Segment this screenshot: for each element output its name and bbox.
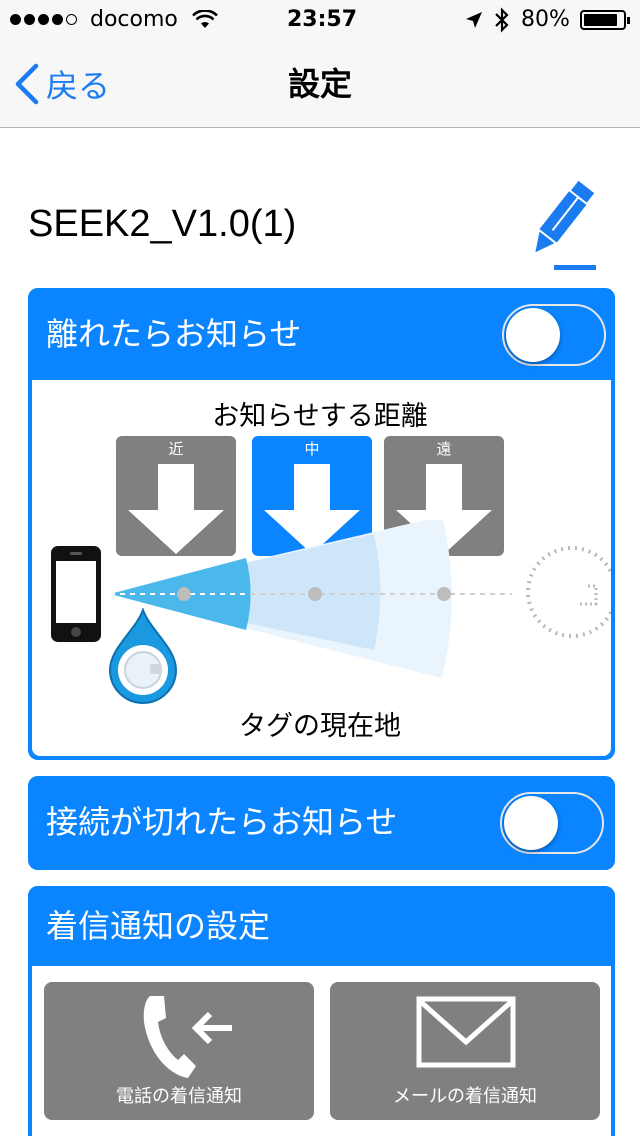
down-arrow-icon xyxy=(128,464,224,554)
leave-alert-title: 離れたらお知らせ xyxy=(28,288,615,380)
mail-notification-button[interactable]: メールの着信通知 xyxy=(330,982,600,1120)
carrier-name: docomo xyxy=(90,7,178,32)
device-name: SEEK2_V1.0(1) xyxy=(28,203,297,245)
distance-far-label: 遠 xyxy=(436,440,452,458)
distance-range-diagram xyxy=(110,520,611,678)
disconnect-alert-toggle[interactable] xyxy=(500,792,604,854)
wifi-icon xyxy=(192,10,218,28)
smartphone-icon xyxy=(51,546,101,642)
chevron-left-icon xyxy=(15,63,39,105)
status-time: 23:57 xyxy=(287,7,358,32)
tag-location-icon xyxy=(108,608,178,704)
down-arrow-icon xyxy=(264,464,360,554)
phone-incoming-icon xyxy=(143,996,232,1078)
call-notification-button[interactable]: 電話の着信通知 xyxy=(44,982,314,1120)
back-button[interactable]: 戻る xyxy=(14,62,110,106)
bluetooth-icon xyxy=(495,7,509,33)
call-notification-label: 電話の着信通知 xyxy=(116,1086,242,1107)
leave-alert-toggle[interactable] xyxy=(502,304,606,366)
page-title: 設定 xyxy=(287,65,352,103)
incoming-notification-title: 着信通知の設定 xyxy=(28,886,615,966)
navigation-bar: 戻る 設定 xyxy=(0,40,640,128)
battery-percent: 80% xyxy=(521,7,570,32)
disconnect-alert-card: 接続が切れたらお知らせ xyxy=(28,776,615,870)
mail-notification-label: メールの着信通知 xyxy=(393,1086,537,1107)
distance-middle-button[interactable]: 中 xyxy=(252,436,372,556)
mail-envelope-icon xyxy=(416,996,516,1068)
distance-middle-label: 中 xyxy=(304,440,320,458)
location-arrow-icon xyxy=(466,12,482,28)
battery-icon xyxy=(580,10,630,30)
tag-location-label: タグの現在地 xyxy=(239,711,401,742)
signal-strength-icon xyxy=(10,14,77,25)
distance-near-button[interactable]: 近 xyxy=(116,436,236,556)
back-button-label: 戻る xyxy=(46,67,111,105)
status-bar: docomo 23:57 80% xyxy=(0,0,640,40)
distance-near-label: 近 xyxy=(168,440,184,458)
edit-pencil-icon[interactable] xyxy=(528,170,604,274)
distance-title: お知らせする距離 xyxy=(212,401,428,432)
